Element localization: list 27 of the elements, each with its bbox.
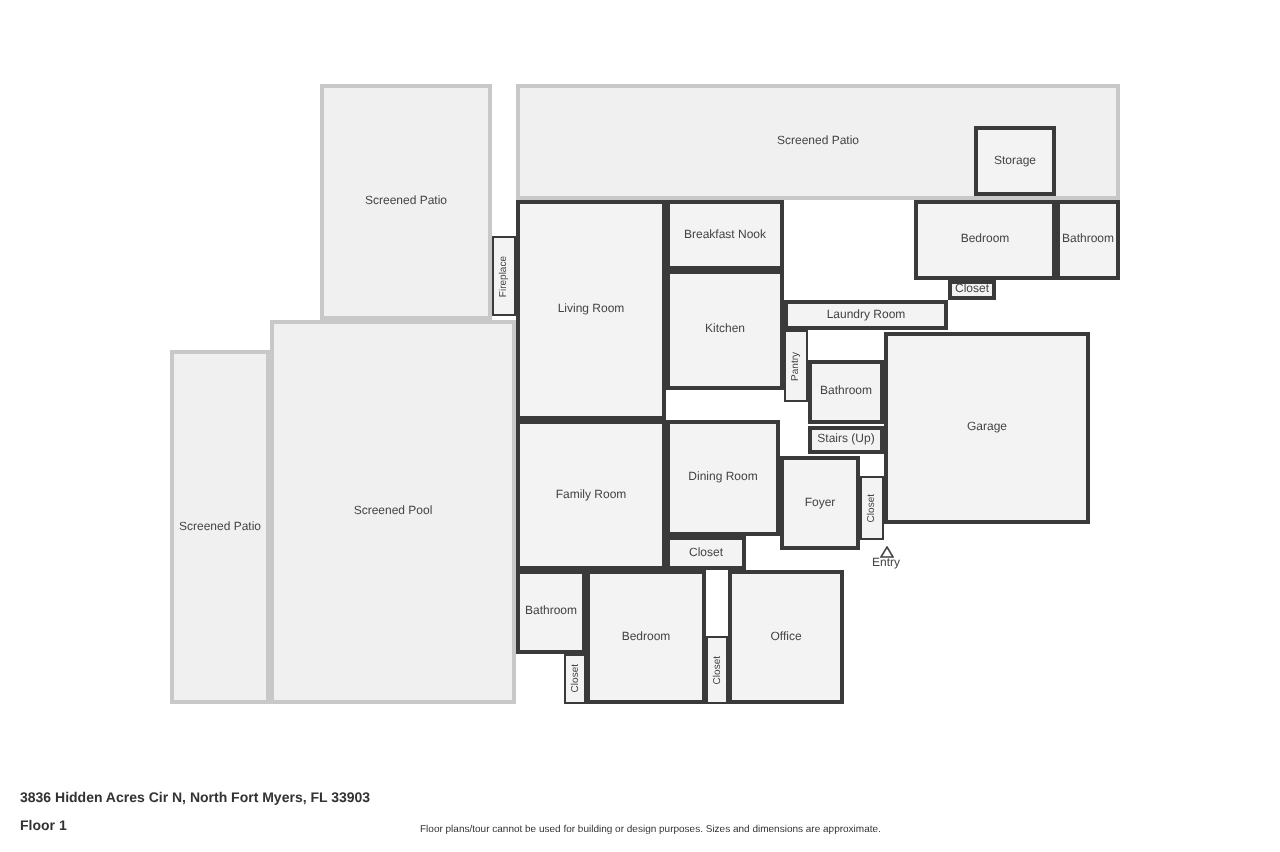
room-area: [784, 330, 808, 402]
room-area: [666, 270, 784, 390]
room-area: [666, 536, 746, 570]
screened-area: [270, 320, 516, 704]
screened-area: [170, 350, 270, 704]
room-area: [564, 654, 586, 704]
room-area: [492, 236, 516, 316]
room-area: [948, 280, 996, 300]
room-area: [808, 360, 884, 424]
room-area: [586, 570, 706, 704]
room-area: [1056, 200, 1120, 280]
room-area: [808, 426, 884, 454]
room-area: [728, 570, 844, 704]
room-area: [914, 200, 1056, 280]
screened-area: [320, 84, 492, 320]
room-area: [666, 200, 784, 270]
room-area: [706, 636, 728, 704]
room-area: [666, 420, 780, 536]
room-area: [784, 300, 948, 330]
screened-area: [516, 84, 1120, 200]
room-area: [516, 420, 666, 570]
room-area: [516, 570, 586, 654]
room-area: [884, 332, 1090, 524]
room-area: [516, 200, 666, 420]
room-area: [974, 126, 1056, 196]
room-area: [860, 476, 884, 540]
room-area: [780, 456, 860, 550]
